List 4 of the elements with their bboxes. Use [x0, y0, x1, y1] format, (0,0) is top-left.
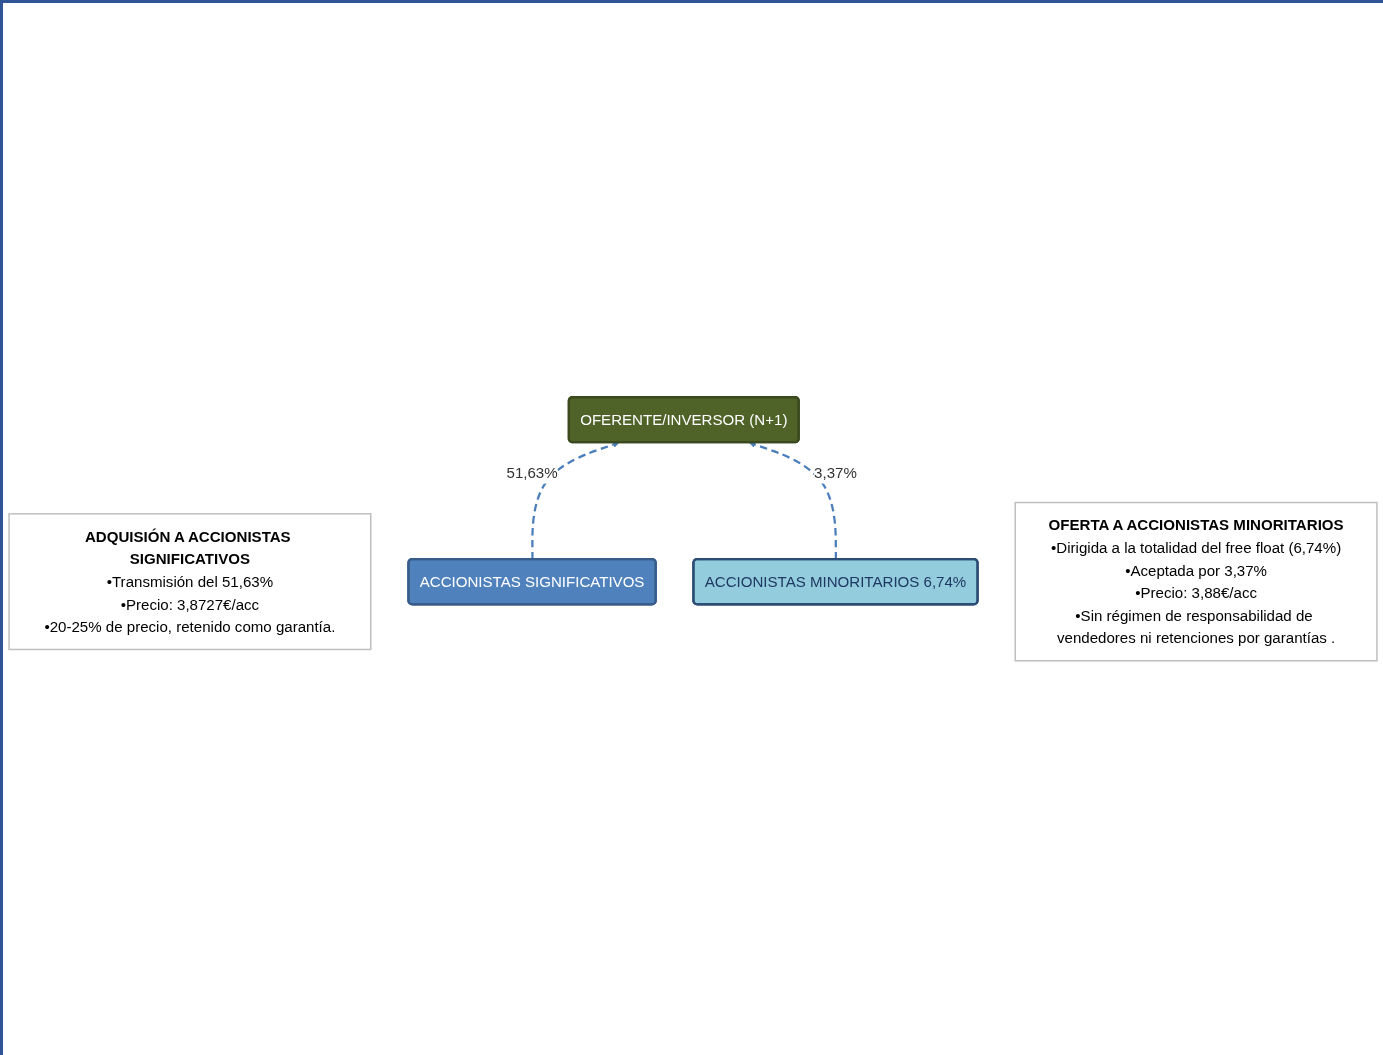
- edge-label: 3,37%: [814, 464, 857, 481]
- node-box: ADQUISIÓN A ACCIONISTAS SIGNIFICATIVOS •Transmisión del 51,63% •Precio: 3,8727€/acc •20-25% de precio, retenido como garantía.: [8, 513, 372, 651]
- edge-label: 51,63%: [506, 464, 558, 481]
- node-box: OFERTA A ACCIONISTAS MINORITARIOS •Dirigida a la totalidad del free float (6,74%) •Aceptada por 3,37% •Precio: 3,88€/acc •Sin régimen de responsabilidad de vendedores ni retenciones por garantías .: [1014, 501, 1378, 662]
